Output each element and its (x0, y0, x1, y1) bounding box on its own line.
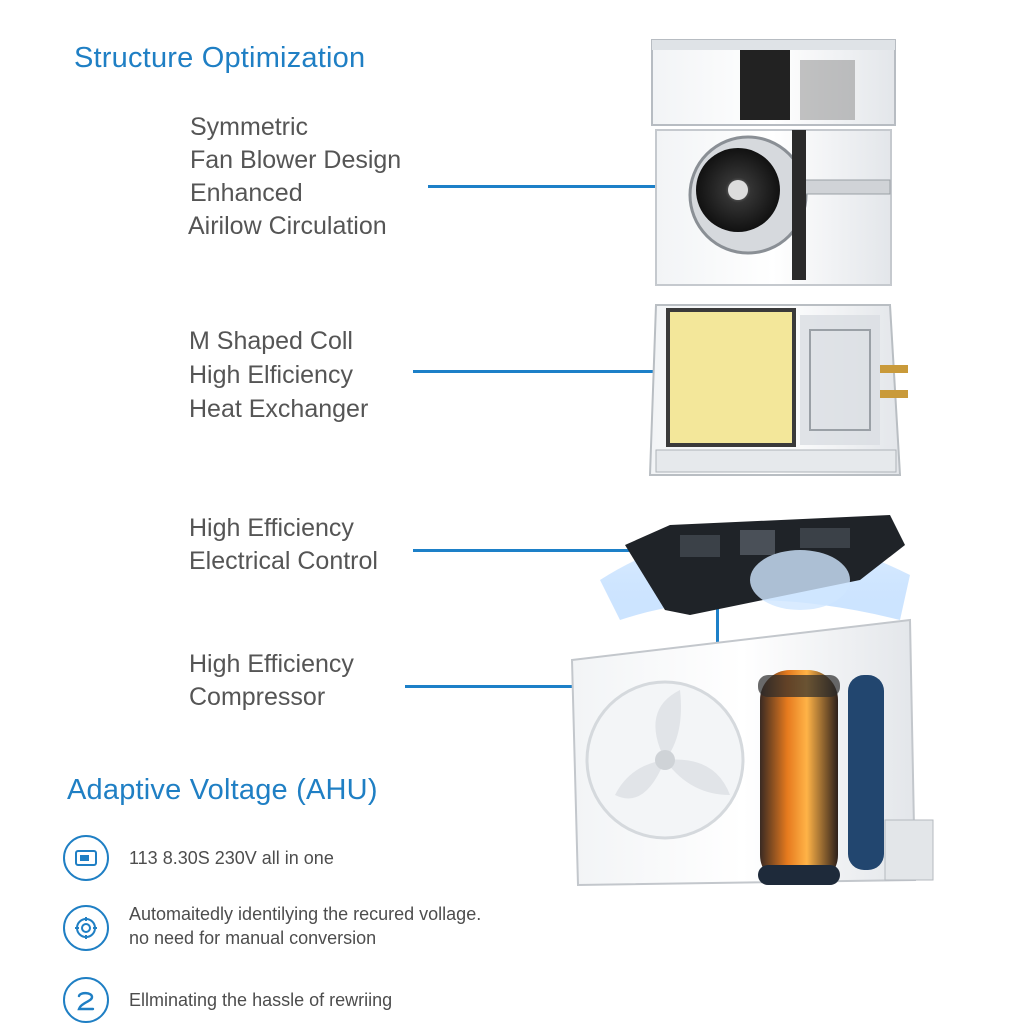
exploded-unit-illustration (570, 39, 934, 887)
feature-line: Electrical Control (189, 547, 378, 575)
heat-exchanger-module (648, 304, 908, 476)
electrical-control-module (600, 515, 910, 620)
bullet-no-rewiring: Ellminating the hassle of rewriing (63, 977, 392, 1023)
leader-line-compressor-vertical (716, 590, 719, 688)
bullet-auto-detect: Automaitedly identilying the recured vol… (63, 902, 481, 951)
compressor-outdoor-module (570, 618, 934, 887)
feature-line: High Efficiency (189, 514, 354, 542)
bullet-text: 113 8.30S 230V all in one (129, 846, 334, 870)
feature-line: High Elficiency (189, 361, 353, 389)
leader-line-control (413, 549, 638, 552)
bullet-text: Automaitedly identilying the recured vol… (129, 902, 481, 950)
feature-heat-exchanger: M Shaped Coll High Elficiency Heat Excha… (189, 324, 368, 426)
feature-line: Fan Blower Design (190, 146, 402, 174)
bullet-line: Ellminating the hassle of rewriing (129, 990, 393, 1010)
adaptive-voltage-heading: Adaptive Voltage (AHU) (67, 774, 378, 806)
bullet-line: no need for manual conversion (129, 928, 377, 948)
leader-line-fan (428, 185, 686, 188)
feature-line: High Efficiency (189, 650, 354, 678)
bullet-line: 113 8.30S 230V all in one (129, 848, 334, 868)
feature-line: Compressor (189, 683, 326, 711)
leader-line-compressor (405, 685, 719, 688)
feature-line: Enhanced (190, 179, 303, 207)
feature-fan-blower: Symmetric Fan Blower Design Enhanced Air… (188, 111, 402, 243)
bullet-line: Automaitedly identilying the recured vol… (129, 904, 482, 924)
auto-detect-icon (63, 905, 109, 951)
bullet-voltage-range: 113 8.30S 230V all in one (63, 835, 334, 881)
feature-line: Symmetric (190, 113, 309, 141)
structure-optimization-heading: Structure Optimization (74, 42, 366, 74)
feature-electrical-control: High Efficiency Electrical Control (189, 512, 378, 578)
rewiring-icon (63, 977, 109, 1023)
leader-line-coil (413, 370, 693, 373)
bullet-text: Ellminating the hassle of rewriing (129, 988, 392, 1012)
voltage-panel-icon (63, 835, 109, 881)
fan-blower-module (651, 39, 896, 286)
feature-line: Heat Exchanger (189, 395, 369, 423)
feature-line: Airilow Circulation (188, 212, 387, 240)
feature-line: M Shaped Coll (189, 327, 353, 355)
feature-compressor: High Efficiency Compressor (189, 648, 354, 714)
